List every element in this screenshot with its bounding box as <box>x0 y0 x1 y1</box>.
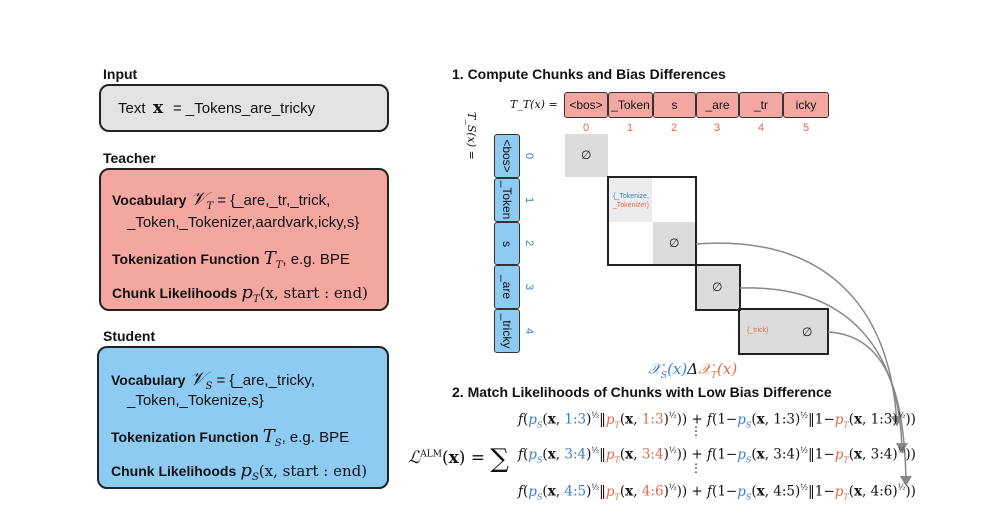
matrix-cell-0-0 <box>565 134 608 177</box>
term3-student-range: 4:5 <box>564 483 587 500</box>
teacher-index-2: 2 <box>670 122 678 134</box>
teacher-token-1: _Token <box>608 92 653 118</box>
empty-set-4: ∅ <box>802 325 813 339</box>
term2-teacher-range: 3:4 <box>641 446 664 463</box>
loss-term-2: f(pS(x, 3:4)½‖pT(x, 3:4)½)) + f(1−pS(x, … <box>518 446 916 465</box>
teacher-vocab-sub: T <box>206 201 214 212</box>
chunk-box-4 <box>738 308 829 355</box>
student-token-0: <bos> <box>494 134 520 178</box>
chunk-box-3 <box>695 264 741 311</box>
step2-title: 2. Match Likelihoods of Chunks with Low … <box>452 384 832 400</box>
teacher-tokenizer-symbol: T <box>263 248 276 269</box>
step1-title: 1. Compute Chunks and Bias Differences <box>452 66 726 82</box>
sym-diff-teacher: 𝒳T(x) <box>698 360 738 381</box>
loss-lhs: ℒALM(x) = ∑ <box>408 444 509 474</box>
teacher-index-5: 5 <box>802 122 810 134</box>
vdots-1: ⋮ <box>690 424 702 438</box>
teacher-index-4: 4 <box>757 122 765 134</box>
empty-set-3: ∅ <box>712 280 723 294</box>
term2-student-range: 3:4 <box>564 446 587 463</box>
sym-diff-student: 𝒳S(x) <box>648 360 688 381</box>
teacher-chunk-sub: T <box>252 294 260 305</box>
teacher-chunk-label: Chunk Likelihoods <box>112 285 238 301</box>
student-chunk-label: Chunk Likelihoods <box>111 463 237 479</box>
arrow-chunk-4 <box>827 331 912 487</box>
student-chunk-args: (x, start : end) <box>258 462 368 480</box>
teacher-index-0: 0 <box>582 122 590 134</box>
teacher-tokenizer-sub: T <box>275 260 283 271</box>
student-tokenizer-row: Tokenization Function TS, e.g. BPE <box>111 426 349 449</box>
student-vocab-row: Vocabulary 𝒱S = {_are,_tricky, <box>111 368 315 392</box>
matrix-cell-1-1 <box>609 178 652 222</box>
teacher-vocab-line1: = {_are,_tr,_trick, <box>217 192 331 209</box>
teacher-chunk-row: Chunk Likelihoods pT(x, start : end) <box>112 282 368 305</box>
diff-cell-4-text: {_trick} <box>747 327 769 334</box>
diff-cell-1-teacher: _Tokenizer} <box>612 202 650 209</box>
teacher-vocab-label: Vocabulary <box>112 192 187 208</box>
empty-set-0: ∅ <box>581 148 592 162</box>
student-token-2: s <box>494 222 520 265</box>
teacher-heading: Teacher <box>103 150 156 166</box>
teacher-index-1: 1 <box>626 122 634 134</box>
student-tokenizer-symbol: T <box>262 426 275 447</box>
student-vocab-line2: _Token,_Tokenize,s} <box>127 392 264 409</box>
student-heading: Student <box>103 328 156 344</box>
matrix-cell-4-4 <box>740 310 828 354</box>
student-vocab-symbol: 𝒱 <box>189 368 206 390</box>
student-vocab-label: Vocabulary <box>111 372 186 388</box>
teacher-tokenizer-row: Tokenization Function TT, e.g. BPE <box>112 248 350 271</box>
student-chunk-sub: S <box>251 472 259 483</box>
student-chunk-symbol: p <box>240 460 252 481</box>
student-box: Vocabulary 𝒱S = {_are,_tricky, _Token,_T… <box>97 346 389 489</box>
student-chunk-row: Chunk Likelihoods pS(x, start : end) <box>111 460 367 483</box>
teacher-token-4: _tr <box>739 92 783 118</box>
teacher-chunk-symbol: p <box>241 282 253 303</box>
input-heading: Input <box>103 66 138 82</box>
empty-set-2: ∅ <box>669 236 680 250</box>
student-token-3: _are <box>494 265 520 309</box>
term1-teacher-range: 1:3 <box>641 411 664 428</box>
teacher-token-3: _are <box>696 92 739 118</box>
teacher-chunk-args: (x, start : end) <box>259 284 368 302</box>
input-box: Text x = _Tokens_are_tricky <box>99 84 389 132</box>
term1-student-range: 1:3 <box>564 411 587 428</box>
matrix-cell-2-2 <box>653 222 696 265</box>
input-variable: x <box>153 98 164 118</box>
matrix-cell-3-3 <box>697 266 739 309</box>
teacher-axis-label: T_T(x) = <box>510 98 558 111</box>
diff-cell-1-student: {_Tokenize, <box>613 193 649 200</box>
teacher-vocab-row: Vocabulary 𝒱T = {_are,_tr,_trick, <box>112 188 330 212</box>
student-tokenizer-example: , e.g. BPE <box>281 429 350 446</box>
student-vocab-line1: = {_are,_tricky, <box>216 372 315 389</box>
input-value: = _Tokens_are_tricky <box>173 100 316 117</box>
student-tokenizer-label: Tokenization Function <box>111 429 259 445</box>
loss-term-3: f(pS(x, 4:5)½‖pT(x, 4:6)½)) + f(1−pS(x, … <box>518 483 916 502</box>
sym-diff-operator: Δ <box>687 360 699 378</box>
term3-teacher-range: 4:6 <box>641 483 664 500</box>
student-token-1: _Token <box>494 178 520 222</box>
teacher-tokenizer-label: Tokenization Function <box>112 251 260 267</box>
teacher-token-2: s <box>653 92 696 118</box>
teacher-token-5: icky <box>783 92 829 118</box>
teacher-box: Vocabulary 𝒱T = {_are,_tr,_trick, _Token… <box>99 168 389 311</box>
teacher-vocab-symbol: 𝒱 <box>190 188 207 210</box>
teacher-tokenizer-example: , e.g. BPE <box>282 251 350 268</box>
input-text-label: Text <box>118 100 146 117</box>
teacher-vocab-line2: _Token,_Tokenizer,aardvark,icky,s} <box>127 214 360 231</box>
chunk-box-1 <box>607 176 697 266</box>
symmetric-difference-label: 𝒳S(x)Δ𝒳T(x) <box>648 360 737 381</box>
diff-cell-1-text: {_Tokenize, _Tokenizer} <box>611 192 651 210</box>
teacher-token-0: <bos> <box>564 92 608 118</box>
loss-term-1: f(pS(x, 1:3)½‖pT(x, 1:3)½)) + f(1−pS(x, … <box>518 411 916 430</box>
vdots-2: ⋮ <box>690 461 702 475</box>
student-vocab-sub: S <box>205 381 213 392</box>
arrow-chunk-3 <box>739 287 908 454</box>
student-tokenizer-sub: S <box>274 438 282 449</box>
teacher-index-3: 3 <box>713 122 721 134</box>
student-token-4: _tricky <box>494 309 520 353</box>
